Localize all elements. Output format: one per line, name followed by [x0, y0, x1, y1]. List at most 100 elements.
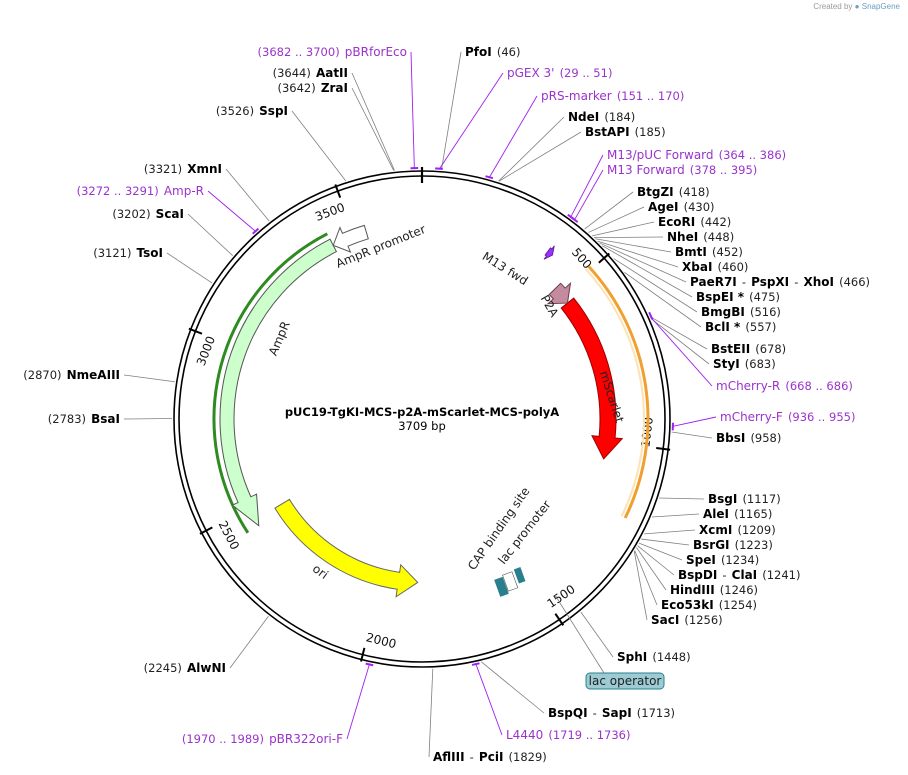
- label-BspQI-num: (1713): [637, 706, 675, 720]
- label-BtgZI-name: BtgZI: [637, 185, 674, 199]
- label-BspDI-num: (1241): [762, 568, 800, 582]
- leader-BtgZI: [584, 191, 634, 230]
- label-XmnI: (3321) XmnI: [144, 158, 222, 177]
- label-SspI-num: (3526): [216, 104, 254, 118]
- leader-AmpR_p: [207, 190, 257, 233]
- label-pRSmarker: pRS-marker (151 .. 170): [541, 85, 684, 104]
- ampr-label: AmpR: [266, 319, 293, 357]
- label-BclI-name: BclI *: [705, 320, 741, 334]
- leader-NdeI: [498, 116, 565, 182]
- label-SphI: SphI (1448): [617, 646, 691, 665]
- leader-BsrGI: [641, 538, 690, 546]
- label-BspEI-name: BspEI *: [696, 290, 745, 304]
- label-BspQI: BspQI - SapI (1713): [548, 702, 675, 721]
- label-BstAPI-name: BstAPI: [585, 125, 630, 139]
- lac-promoter-block: [502, 571, 519, 592]
- label-AmpR_p-num: (3272 .. 3291): [77, 184, 159, 198]
- label-mCherryR-num: (668 .. 686): [785, 379, 853, 393]
- leader-lines: [123, 51, 717, 758]
- snapgene-credit: Created by ● SnapGene: [813, 2, 900, 11]
- label-XcmI: XcmI (1209): [699, 519, 776, 538]
- tick-mark: [188, 327, 203, 335]
- leader-XbaI: [597, 240, 679, 268]
- label-BspQI-sep1: -: [593, 706, 597, 720]
- tick-label: 2500: [216, 519, 242, 553]
- leader-StyI: [650, 318, 710, 365]
- label-mCherryR-name: mCherry-R: [716, 379, 780, 393]
- label-ZraI-num: (3642): [277, 81, 315, 95]
- label-ScaI: (3202) ScaI: [112, 203, 184, 222]
- label-L4440: L4440 (1719 .. 1736): [506, 724, 630, 743]
- label-mCherryF-num: (936 .. 955): [788, 410, 856, 424]
- label-M13pUC: M13/pUC Forward (364 .. 386): [607, 144, 786, 163]
- label-SspI-name: SspI: [259, 104, 288, 118]
- tick-mark: [334, 184, 342, 198]
- label-Eco53kI-num: (1254): [719, 598, 757, 612]
- label-BsrGI-name: BsrGI: [693, 538, 730, 552]
- label-BsaI-num: (2783): [48, 412, 86, 426]
- label-NheI-num: (448): [703, 230, 734, 244]
- leader-Eco53kI: [634, 550, 658, 606]
- leader-BspQI: [481, 661, 545, 714]
- label-BsgI-name: BsgI: [708, 492, 737, 506]
- label-XmnI-name: XmnI: [187, 162, 222, 176]
- p2a-arrow: [546, 281, 572, 305]
- label-XbaI: XbaI (460): [682, 256, 748, 275]
- label-AflIII-num: (1829): [509, 750, 547, 764]
- label-ScaI-name: ScaI: [156, 207, 184, 221]
- primer-mark-AmpR_p: [252, 227, 260, 235]
- label-AlwNI-num: (2245): [144, 661, 182, 675]
- primer-mark-mCherryR: [648, 311, 654, 320]
- label-AgeI: AgeI (430): [648, 196, 715, 215]
- label-BmgBI: BmgBI (516): [701, 301, 781, 320]
- leader-PaeR7I: [599, 242, 687, 283]
- leader-BbsI: [671, 431, 713, 439]
- label-Eco53kI: Eco53kI (1254): [661, 594, 757, 613]
- tick-mark: [598, 252, 610, 264]
- label-L4440-num: (1719 .. 1736): [548, 728, 630, 742]
- leader-XcmI: [644, 529, 696, 535]
- label-AatII-num: (3644): [273, 66, 311, 80]
- credit-prefix: Created by: [813, 2, 853, 11]
- label-XcmI-num: (1209): [737, 523, 775, 537]
- leader-pRSmarker: [488, 95, 538, 179]
- leader-AflIII: [428, 668, 434, 758]
- label-pBR322ori-name: pBR322ori-F: [269, 732, 343, 746]
- lac-operator-leader: [554, 594, 605, 674]
- label-EcoRI: EcoRI (442): [658, 211, 731, 230]
- label-PaeR7I-name: PaeR7I: [690, 275, 737, 289]
- leader-SpeI: [638, 542, 683, 561]
- label-AatII: (3644) AatII: [273, 62, 348, 81]
- label-SpeI: SpeI (1234): [686, 549, 759, 568]
- leader-AleI: [651, 513, 700, 518]
- label-BspQI-name2: SapI: [602, 706, 632, 720]
- label-BclI: BclI * (557): [705, 316, 776, 335]
- label-pBR322ori: (1970 .. 1989) pBR322ori-F: [182, 728, 343, 747]
- label-pBR322ori-num: (1970 .. 1989): [182, 732, 264, 746]
- label-TsoI-num: (3121): [93, 246, 131, 260]
- ori-label: ori: [310, 562, 331, 583]
- label-Eco53kI-name: Eco53kI: [661, 598, 714, 612]
- label-HindIII-name: HindIII: [670, 583, 715, 597]
- label-BstAPI-num: (185): [635, 125, 666, 139]
- label-XcmI-name: XcmI: [699, 523, 732, 537]
- label-BmtI: BmtI (452): [675, 241, 743, 260]
- lac-operator-box: [585, 672, 665, 690]
- leader-BmtI: [595, 238, 672, 253]
- leader-BsaI: [123, 418, 173, 420]
- lac-operator-block: [513, 567, 526, 584]
- label-BstEII-num: (678): [755, 342, 786, 356]
- leader-BmgBI: [613, 258, 698, 313]
- label-pGEX3-name: pGEX 3': [507, 66, 554, 80]
- leader-M13pUC: [569, 154, 604, 218]
- label-mCherryF-name: mCherry-F: [720, 410, 783, 424]
- label-pGEX3: pGEX 3' (29 .. 51): [507, 62, 612, 81]
- label-pRSmarker-num: (151 .. 170): [617, 89, 685, 103]
- leader-SspI: [291, 110, 347, 182]
- ori-arrow: [274, 498, 419, 598]
- label-AlwNI-name: AlwNI: [187, 661, 226, 675]
- label-AflIII-sep1: -: [470, 750, 474, 764]
- tick-label: 2000: [365, 630, 398, 651]
- label-TsoI: (3121) TsoI: [93, 242, 163, 261]
- label-NdeI-num: (184): [604, 110, 635, 124]
